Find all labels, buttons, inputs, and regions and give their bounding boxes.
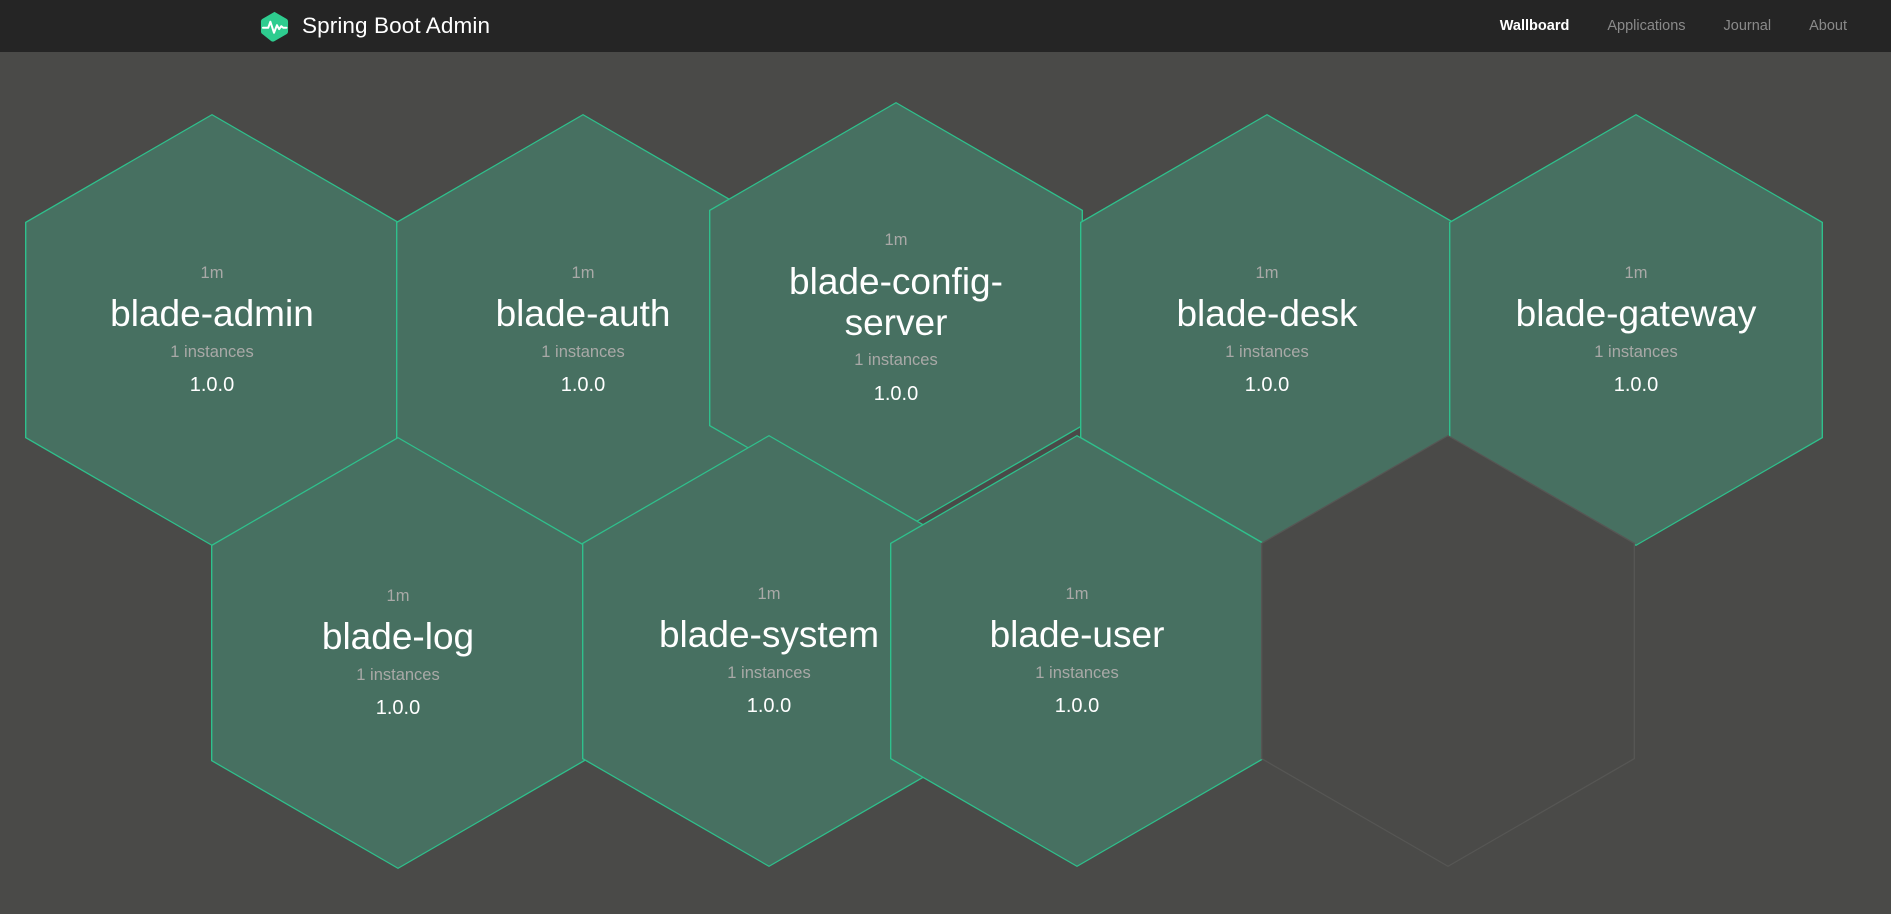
application-hexagon[interactable]: 1m blade-log 1 instances 1.0.0: [211, 437, 585, 869]
application-version: 1.0.0: [1244, 373, 1290, 396]
application-instance-count: 1 instances: [356, 665, 440, 684]
application-name: blade-system: [658, 614, 880, 656]
application-name: blade-desk: [1176, 293, 1358, 335]
application-hexagon[interactable]: 1m blade-admin 1 instances 1.0.0: [25, 114, 399, 546]
nav-link-wallboard[interactable]: Wallboard: [1499, 18, 1570, 34]
nav-link-applications[interactable]: Applications: [1607, 18, 1686, 34]
brand-title: Spring Boot Admin: [302, 13, 491, 38]
application-instance-count: 1 instances: [1225, 342, 1309, 361]
brand-link[interactable]: Spring Boot Admin: [258, 10, 490, 43]
application-uptime: 1m: [571, 264, 595, 283]
application-name: blade-auth: [495, 293, 671, 335]
application-uptime: 1m: [1065, 585, 1089, 604]
application-uptime: 1m: [1624, 264, 1648, 283]
application-name: blade-user: [989, 614, 1165, 656]
top-navbar: Spring Boot Admin Wallboard Applications…: [0, 0, 1891, 52]
application-instance-count: 1 instances: [854, 351, 938, 370]
application-uptime: 1m: [757, 585, 781, 604]
application-version: 1.0.0: [1054, 694, 1100, 717]
main-nav: Wallboard Applications Journal About: [1481, 18, 1866, 34]
application-instance-count: 1 instances: [170, 342, 254, 361]
wallboard-grid: 1m blade-admin 1 instances 1.0.0 1m blade-aut…: [0, 52, 1891, 914]
application-version: 1.0.0: [1613, 373, 1659, 396]
application-version: 1.0.0: [560, 373, 606, 396]
application-uptime: 1m: [200, 264, 224, 283]
heartbeat-hexagon-logo-icon: [258, 10, 291, 43]
application-uptime: 1m: [884, 231, 908, 250]
application-uptime: 1m: [386, 587, 410, 606]
nav-link-about[interactable]: About: [1809, 18, 1847, 34]
application-version: 1.0.0: [746, 694, 792, 717]
application-instance-count: 1 instances: [727, 663, 811, 682]
application-uptime: 1m: [1255, 264, 1279, 283]
application-instance-count: 1 instances: [541, 342, 625, 361]
application-hexagon[interactable]: 1m blade-user 1 instances 1.0.0: [890, 435, 1264, 867]
application-name: blade-gateway: [1515, 293, 1757, 335]
application-version: 1.0.0: [873, 382, 919, 405]
application-hexagon-placeholder: [1261, 435, 1635, 867]
application-name: blade-log: [321, 616, 475, 658]
nav-link-journal[interactable]: Journal: [1723, 18, 1772, 34]
application-instance-count: 1 instances: [1035, 663, 1119, 682]
application-version: 1.0.0: [189, 373, 235, 396]
application-hexagon-body: 1m blade-config-server 1 instances 1.0.0: [710, 103, 1082, 533]
application-name: blade-config-server: [789, 260, 1003, 343]
application-version: 1.0.0: [375, 696, 421, 719]
application-instance-count: 1 instances: [1594, 342, 1678, 361]
application-name: blade-admin: [110, 293, 314, 335]
